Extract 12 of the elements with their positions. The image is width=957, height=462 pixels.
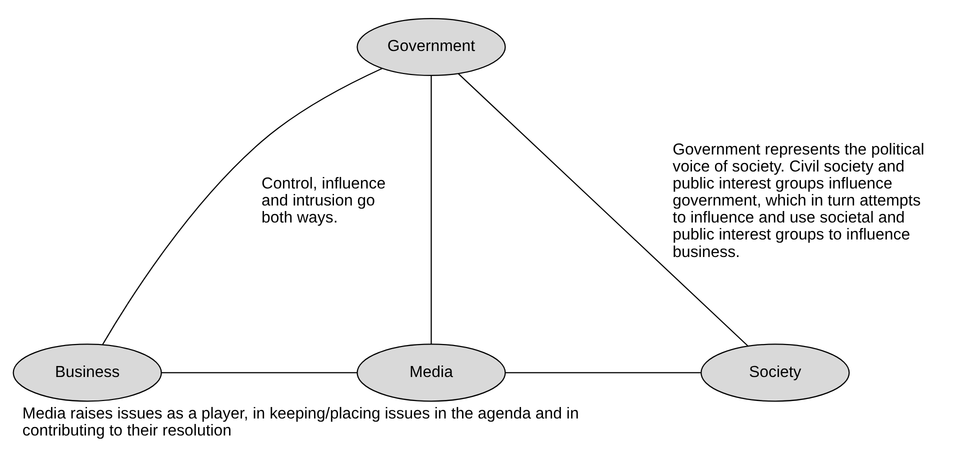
caption: Media raises issues as a player, in keeping/placing issues in the agenda and in contributing to their resolution xyxy=(22,404,579,440)
node-ellipse: Society xyxy=(700,343,850,402)
edge-label: Control, influence and intrusion go both ways. xyxy=(262,174,386,226)
node-ellipse: Media xyxy=(356,343,506,402)
node-ellipse: Government xyxy=(356,17,506,76)
connector xyxy=(505,372,701,373)
connector xyxy=(430,75,432,344)
connector xyxy=(102,67,382,344)
connector xyxy=(162,372,357,373)
edge-label: Government represents the political voice of society. Civil society and public interest groups influence government, which in turn attempts to influence and use societal and public interest groups to influence business. xyxy=(672,140,924,260)
connector xyxy=(458,72,748,346)
node-ellipse: Business xyxy=(12,343,162,402)
